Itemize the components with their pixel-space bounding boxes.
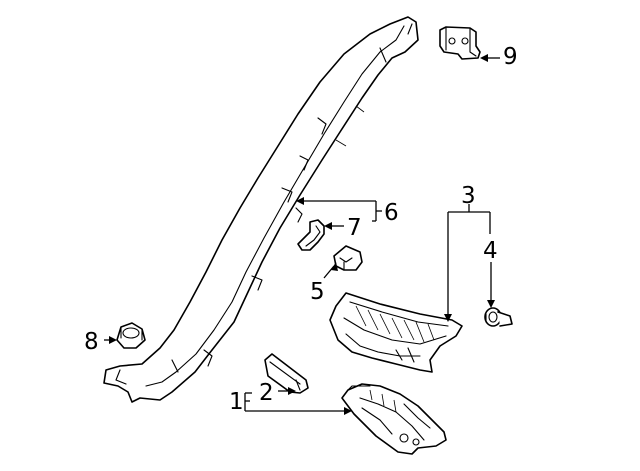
lower-trim-assembly-icon <box>341 383 447 455</box>
callout-4: 4 <box>483 238 498 264</box>
callout-3: 3 <box>461 183 476 209</box>
bracket-icon <box>439 26 481 60</box>
pillar-trim-panel-icon <box>103 16 419 403</box>
callout-7: 7 <box>347 215 362 241</box>
push-retainer-icon <box>484 307 513 327</box>
callout-1: 1 <box>229 389 244 415</box>
callout-6: 6 <box>384 200 399 226</box>
callout-5: 5 <box>310 279 325 305</box>
retainer-clip-icon <box>333 245 363 271</box>
leader-lines <box>104 54 500 415</box>
panel-clip-icon <box>297 219 325 251</box>
trim-clip-icon <box>264 353 309 394</box>
hex-nut-icon <box>116 322 146 349</box>
callout-2: 2 <box>259 380 274 406</box>
scuff-plate-icon <box>329 292 463 373</box>
callout-8: 8 <box>84 329 99 355</box>
callout-9: 9 <box>503 44 518 70</box>
callout-labels: 1 2 3 4 5 6 7 8 9 <box>84 44 518 415</box>
